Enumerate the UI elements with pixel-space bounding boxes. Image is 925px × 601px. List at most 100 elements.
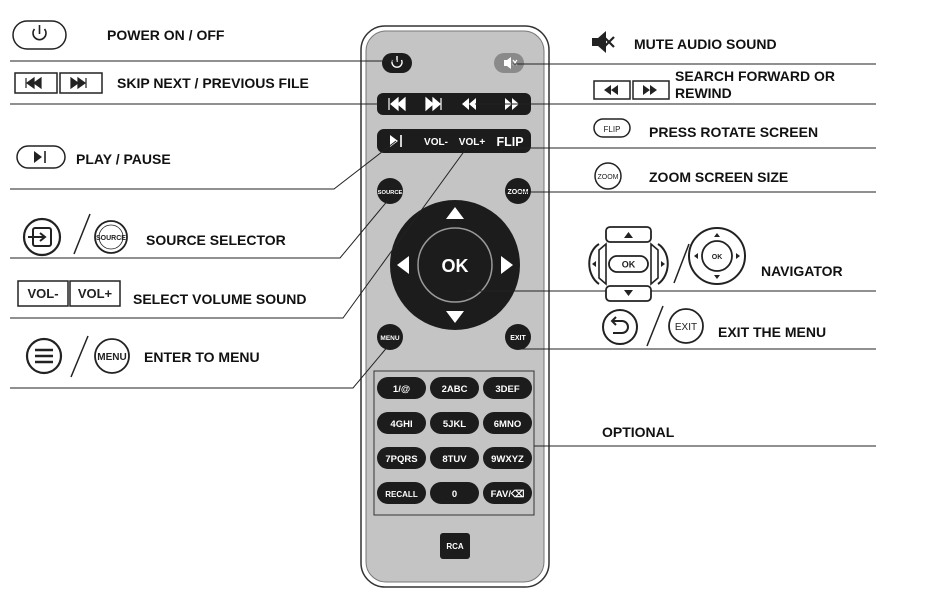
menu-button-icon: MENU (94, 338, 130, 374)
remote-source-button[interactable]: SOURCE (377, 178, 403, 204)
remote-flip-button[interactable]: FLIP (496, 135, 523, 149)
source-label: SOURCE SELECTOR (146, 232, 286, 248)
optional-label: OPTIONAL (602, 424, 675, 440)
zoom-icon-word: ZOOM (598, 174, 619, 181)
keypad-key[interactable]: 6MNO (483, 412, 532, 434)
remote-down-arrow[interactable] (446, 311, 464, 323)
keypad-key-label: 1/@ (393, 384, 410, 395)
legend-mute: MUTE AUDIO SOUND (592, 31, 777, 53)
leader-play (10, 140, 397, 190)
leader-menu (10, 344, 390, 389)
vol-minus-icon-text: VOL- (27, 286, 58, 301)
legend-skip: SKIP NEXT / PREVIOUS FILE (14, 72, 309, 94)
keypad-key-label: 0 (452, 489, 457, 500)
keypad-key-label: 4GHI (390, 419, 412, 430)
power-label: POWER ON / OFF (107, 27, 225, 43)
leader-lines (10, 60, 876, 447)
legend-zoom: ZOOM ZOOM SCREEN SIZE (594, 162, 788, 190)
remote-navigation-pad: OK (390, 200, 520, 330)
remote-exit-button[interactable]: EXIT (505, 324, 531, 350)
flip-label: PRESS ROTATE SCREEN (649, 124, 818, 140)
vol-plus-icon-text: VOL+ (78, 286, 113, 301)
legend-source: SOURCE SOURCE SELECTOR (22, 213, 286, 257)
vol-minus-icon (17, 280, 69, 307)
keypad-key-label: 5JKL (443, 419, 466, 430)
navigator-ok-word: OK (622, 260, 636, 270)
source-divider (73, 213, 91, 255)
keypad-key-label: 6MNO (494, 419, 521, 430)
leader-volume (10, 145, 469, 319)
keypad-key-label: 8TUV (442, 454, 467, 465)
menu-divider (70, 335, 89, 378)
remote-ok-button[interactable]: OK (417, 227, 493, 303)
keypad-frame (373, 370, 535, 516)
remote-up-arrow[interactable] (446, 207, 464, 219)
remote-right-arrow[interactable] (501, 256, 513, 274)
keypad-key-label: FAV/⌫ (491, 489, 525, 500)
legend-search: SEARCH FORWARD OR REWIND (593, 68, 835, 101)
flip-icon (593, 118, 631, 138)
remote-next-button[interactable] (425, 96, 442, 112)
keypad-key[interactable]: 5JKL (430, 412, 479, 434)
back-icon (602, 309, 638, 345)
remote-transport-row (377, 93, 531, 115)
keypad-key[interactable]: FAV/⌫ (483, 482, 532, 504)
exit-button-icon: EXIT (668, 308, 704, 344)
remote-left-arrow[interactable] (397, 256, 409, 274)
flip-icon-word: FLIP (604, 125, 621, 134)
remote-control: VOL- VOL+ FLIP SOURCE ZOOM OK (360, 25, 550, 588)
legend-power: POWER ON / OFF (12, 20, 225, 50)
legend-flip: FLIP PRESS ROTATE SCREEN (593, 118, 818, 140)
round-ok-word: OK (712, 254, 723, 261)
legend-exit: EXIT EXIT THE MENU (602, 305, 826, 347)
play-label: PLAY / PAUSE (76, 151, 171, 167)
search-label-line1: SEARCH FORWARD OR (675, 68, 835, 84)
remote-brand-logo: RCA (440, 533, 470, 559)
keypad-key[interactable]: 9WXYZ (483, 447, 532, 469)
vol-plus-icon (69, 280, 121, 307)
zoom-icon (594, 162, 622, 190)
legend-play: PLAY / PAUSE (16, 145, 171, 169)
remote-rewind-button[interactable] (462, 98, 476, 110)
remote-mute-button[interactable] (494, 53, 524, 73)
navigator-pad-icon: OK (588, 226, 669, 302)
remote-source-label: SOURCE (378, 190, 403, 196)
volume-label: SELECT VOLUME SOUND (133, 291, 306, 307)
keypad-key-label: 7PQRS (385, 454, 417, 465)
zoom-label: ZOOM SCREEN SIZE (649, 169, 788, 185)
navigator-divider (673, 243, 690, 284)
mute-icon (592, 31, 615, 53)
remote-zoom-button[interactable]: ZOOM (505, 178, 531, 204)
keypad-key[interactable]: 1/@ (377, 377, 426, 399)
remote-power-button[interactable] (382, 53, 412, 73)
mute-label: MUTE AUDIO SOUND (634, 36, 777, 52)
keypad-key[interactable]: 3DEF (483, 377, 532, 399)
power-icon (12, 20, 67, 50)
remote-prev-button[interactable] (388, 96, 406, 112)
keypad-key[interactable]: RECALL (377, 482, 426, 504)
legend-navigator: OK OK NAVIGATOR (588, 226, 843, 302)
legend-volume: VOL- VOL+ SELECT VOLUME SOUND (17, 280, 306, 307)
remote-keypad: 1/@ 2ABC 3DEF 4GHI 5JKL 6MNO 7PQRS 8TUV 9WXYZ REC… (373, 370, 535, 516)
keypad-key[interactable]: 0 (430, 482, 479, 504)
keypad-keys: 1/@ 2ABC 3DEF 4GHI 5JKL 6MNO 7PQRS 8TUV 9WXYZ REC… (377, 377, 532, 504)
keypad-key[interactable]: 7PQRS (377, 447, 426, 469)
keypad-key[interactable]: 2ABC (430, 377, 479, 399)
remote-brand-label: RCA (446, 542, 464, 551)
keypad-key[interactable]: 4GHI (377, 412, 426, 434)
keypad-key-label: 2ABC (442, 384, 468, 395)
skip-label: SKIP NEXT / PREVIOUS FILE (117, 75, 309, 91)
source-input-icon (22, 217, 62, 257)
remote-exit-label: EXIT (510, 335, 526, 342)
remote-menu-label: MENU (380, 335, 399, 342)
keypad-key[interactable]: 8TUV (430, 447, 479, 469)
exit-label: EXIT THE MENU (718, 324, 826, 340)
remote-vol-plus-button[interactable]: VOL+ (459, 137, 486, 148)
leader-source (10, 198, 390, 259)
exit-divider (646, 305, 664, 347)
remote-vol-minus-button[interactable]: VOL- (424, 137, 448, 148)
remote-menu-button[interactable]: MENU (377, 324, 403, 350)
exit-icon-word: EXIT (675, 322, 697, 333)
